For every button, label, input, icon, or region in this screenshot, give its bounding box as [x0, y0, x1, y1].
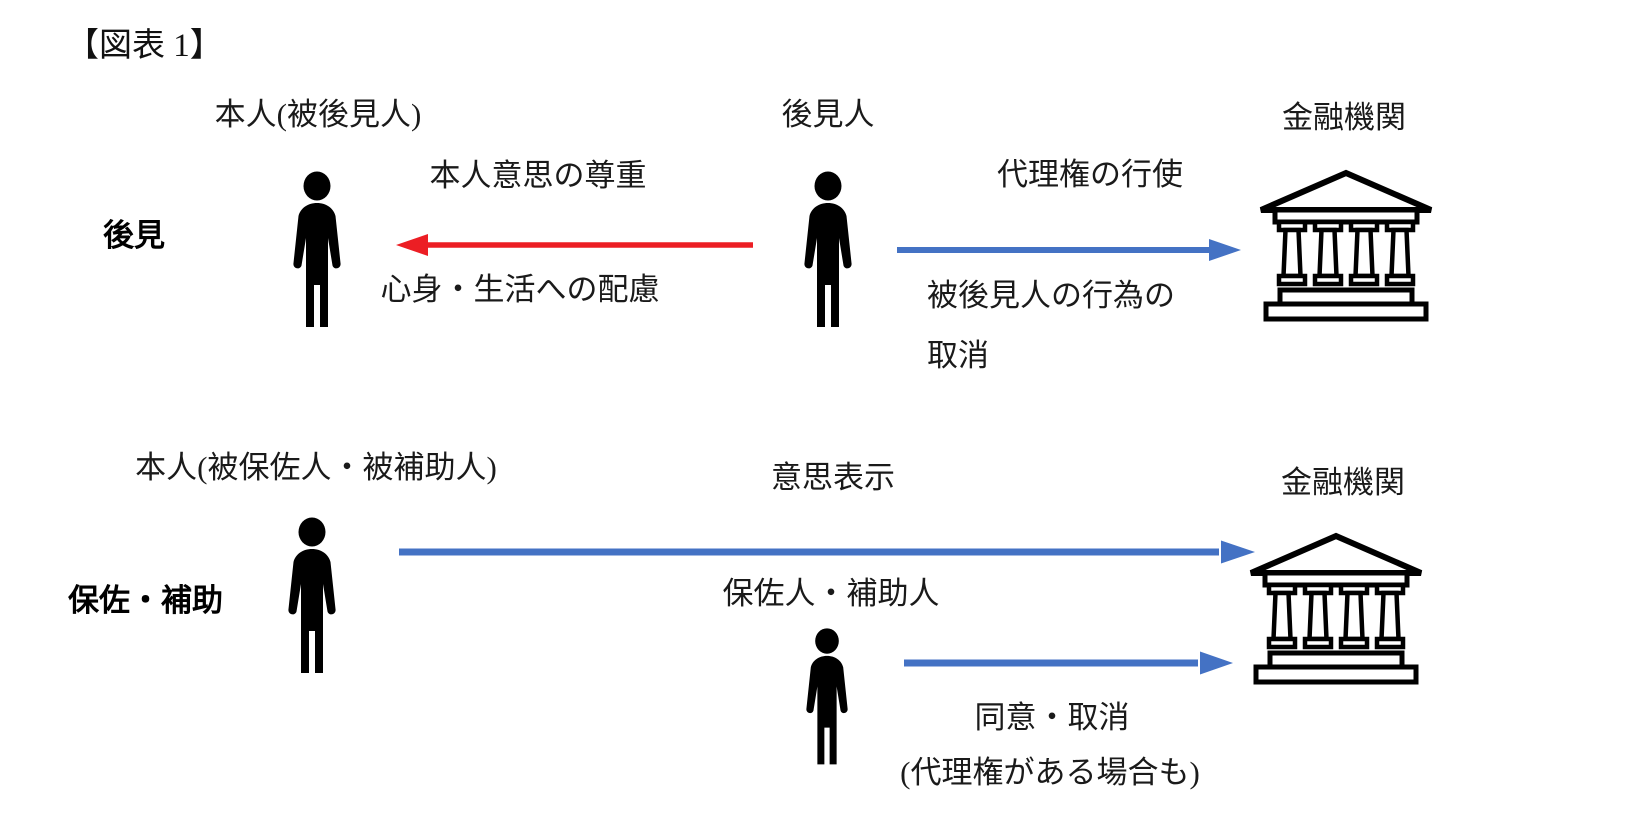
blue-right-arrow	[904, 651, 1233, 675]
label-rescission-line1: 被後見人の行為の	[927, 278, 1175, 313]
label-declaration-of-intent: 意思表示	[771, 460, 895, 495]
label-exercise-of-agency: 代理権の行使	[997, 157, 1183, 192]
person-icon	[804, 171, 852, 327]
label-principal-hosa-hojo: 本人(被保佐人・被補助人)	[135, 450, 497, 485]
row-label-hosa-hojo: 保佐・補助	[68, 583, 223, 618]
blue-right-arrow-long	[399, 540, 1255, 564]
person-icon	[288, 517, 336, 673]
label-curator-assistant: 保佐人・補助人	[722, 576, 940, 611]
person-icon	[293, 171, 341, 327]
bank-icon	[1249, 532, 1423, 685]
blue-right-arrow	[897, 239, 1241, 261]
bank-icon	[1259, 169, 1433, 322]
label-rescission-line2: 取消	[927, 338, 989, 373]
person-icon	[806, 628, 848, 765]
row-label-kouken: 後見	[103, 218, 165, 253]
label-guardian: 後見人	[781, 97, 875, 132]
label-bank-kouken: 金融機関	[1282, 100, 1406, 135]
label-consent-rescission: 同意・取消	[974, 700, 1130, 735]
label-agency-possible: (代理権がある場合も)	[900, 755, 1200, 790]
label-respect-of-intent: 本人意思の尊重	[429, 158, 647, 193]
label-principal-kouken: 本人(被後見人)	[214, 97, 422, 132]
red-left-arrow	[396, 234, 753, 256]
label-bank-hosa-hojo: 金融機関	[1281, 465, 1405, 500]
figure-title: 【図表 1】	[66, 28, 223, 64]
label-care-for-life: 心身・生活への配慮	[380, 272, 660, 307]
